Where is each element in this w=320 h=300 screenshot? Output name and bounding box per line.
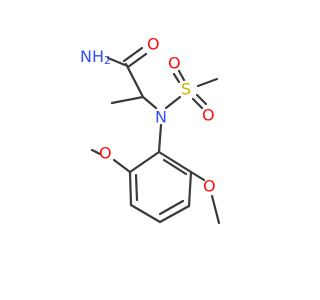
ring-bond-2 (187, 170, 193, 208)
bond-ring-o-right (189, 170, 206, 182)
bond-carbonyl-double-1 (126, 52, 148, 69)
ring-bond-4 (129, 203, 162, 224)
ring-bond-5 (128, 170, 133, 207)
bond-carbonyl-double-2 (122, 46, 144, 63)
bond-amide-n-carbonyl (106, 56, 127, 67)
bond-s-o-left-1 (172, 72, 181, 84)
sulfur-label: S (181, 80, 191, 99)
methoxy-o-top-label: O (99, 144, 112, 163)
methoxy-o-right-label: O (203, 177, 216, 196)
ring-inner-2 (158, 199, 185, 216)
bond-s-methyl (196, 77, 219, 88)
bond-n-ring (157, 123, 163, 154)
bond-o-top-methyl (90, 148, 102, 156)
bond-s-o-right-2 (195, 93, 208, 106)
bond-alpha-methyl (110, 95, 145, 105)
ring-bond-1 (157, 150, 193, 174)
bond-s-o-right-1 (191, 97, 204, 110)
bond-n-s (164, 95, 182, 110)
sulfonyl-o-right-label: O (202, 106, 215, 125)
ring-bond-3 (158, 204, 191, 224)
sulfonamide-n-label: N (155, 108, 167, 127)
chemical-structure-diagram: NH2 O N S O O O O (80, 35, 221, 225)
amide-n-label: NH2 (80, 47, 111, 67)
bonds (90, 46, 221, 225)
atom-labels: NH2 O N S O O O O (80, 35, 216, 196)
ring-bond-6 (128, 150, 161, 174)
amide-o-label: O (147, 35, 160, 54)
bond-carbonyl-alpha (124, 62, 145, 99)
bond-s-o-left-2 (177, 69, 186, 82)
ring-inner-3 (134, 173, 139, 202)
bond-o-right-methyl (210, 194, 221, 225)
bond-alpha-n (141, 95, 158, 110)
ring-inner-1 (162, 158, 188, 176)
sulfonyl-o-left-label: O (168, 54, 181, 73)
bond-ring-o-top (112, 158, 132, 174)
